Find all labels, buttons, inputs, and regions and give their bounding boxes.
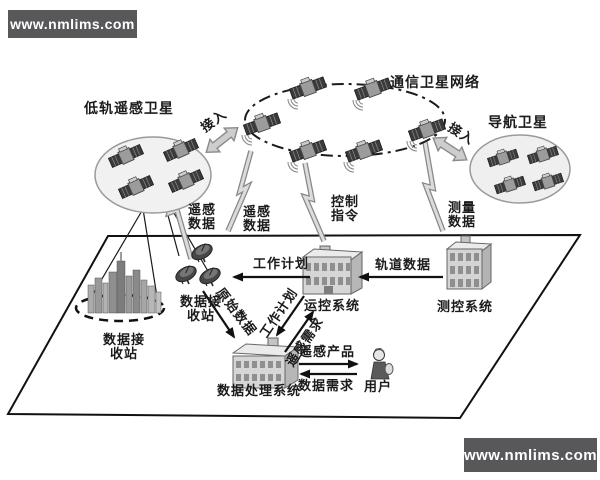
rs-product-label: 遥感产品 (298, 344, 356, 359)
work-plan-h-label: 工作计划 (252, 256, 310, 271)
ttc-building-icon (445, 235, 493, 291)
access-arrows (205, 126, 468, 162)
user-icon (370, 347, 394, 380)
control-cmd-label: 控制 指令 (330, 194, 360, 223)
data-demand-label: 数据需求 (297, 378, 355, 393)
measure-data-label: 测量 数据 (447, 200, 477, 229)
low-orbit-cluster-label: 低轨遥感卫星 (84, 102, 174, 117)
nav-satellite-cluster (469, 134, 571, 204)
watermark-bottom: www.nmlims.com (464, 438, 597, 472)
rs-data-1-label: 遥感 数据 (187, 202, 217, 231)
rs-data-2-label: 遥感 数据 (242, 204, 272, 233)
data-processing-building-icon (231, 337, 300, 389)
city-receiving-station-icon (74, 252, 166, 323)
nav-cluster-label: 导航卫星 (488, 116, 548, 131)
watermark-top: www.nmlims.com (8, 10, 137, 38)
low-orbit-cluster (94, 133, 212, 214)
ground-plane (6, 233, 582, 420)
ops-center-building-icon (301, 245, 364, 295)
ttc-label: 测控系统 (436, 299, 494, 314)
user-label: 用户 (363, 379, 393, 394)
flow-arrows (202, 272, 443, 379)
comm-network-label: 通信卫星网络 (390, 76, 480, 91)
ops-center-label: 运控系统 (303, 298, 361, 313)
recv-city-label: 数据接 收站 (102, 332, 146, 361)
recv-dish-label: 数据接 收站 (179, 294, 223, 323)
data-processing-label: 数据处理系统 (216, 383, 302, 398)
comm-satellite-ring (241, 72, 447, 173)
orbit-data-label: 轨道数据 (374, 257, 432, 272)
